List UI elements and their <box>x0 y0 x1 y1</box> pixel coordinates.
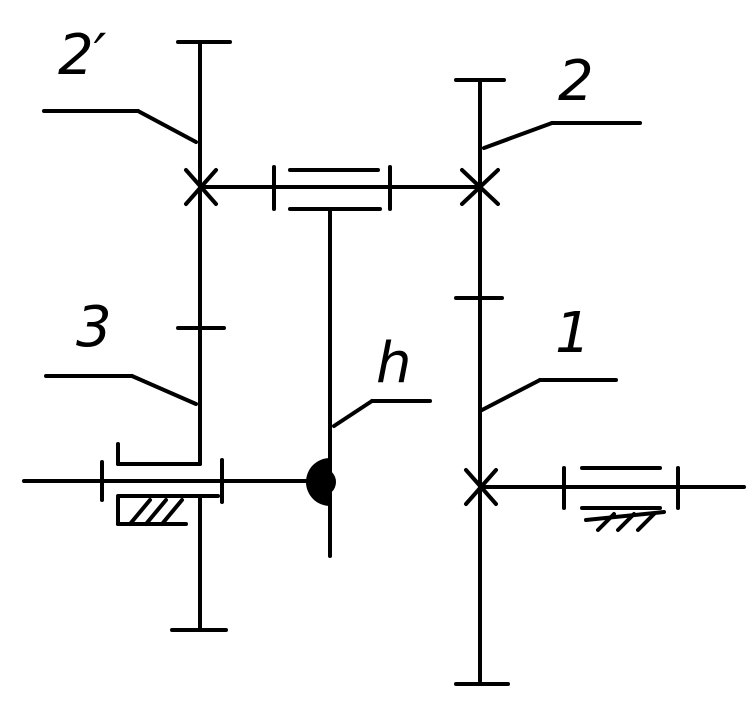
label-gear-1: 1 <box>555 301 591 366</box>
pivot-cross-2 <box>460 168 500 206</box>
left-shaft <box>22 442 320 504</box>
leader-1 <box>480 378 618 412</box>
gear-3 <box>170 494 228 632</box>
leader-3 <box>44 374 198 406</box>
gear-2-and-1 <box>454 78 510 686</box>
ground-hatch-left <box>116 496 188 526</box>
gear-2-prime <box>176 40 232 466</box>
ground-hatch-right <box>584 510 666 532</box>
leader-2-prime <box>42 109 198 144</box>
label-gear-2: 2 <box>558 49 594 114</box>
label-gear-2-prime: 2′ <box>58 23 107 88</box>
leader-h <box>332 399 432 428</box>
right-shaft <box>478 466 746 510</box>
planet-axle <box>198 165 482 211</box>
label-carrier-h: h <box>376 331 412 396</box>
label-gear-3: 3 <box>76 295 112 360</box>
leader-2 <box>482 121 642 150</box>
carrier-hinge-dot <box>308 468 336 496</box>
pivot-cross-2-prime <box>184 168 218 206</box>
